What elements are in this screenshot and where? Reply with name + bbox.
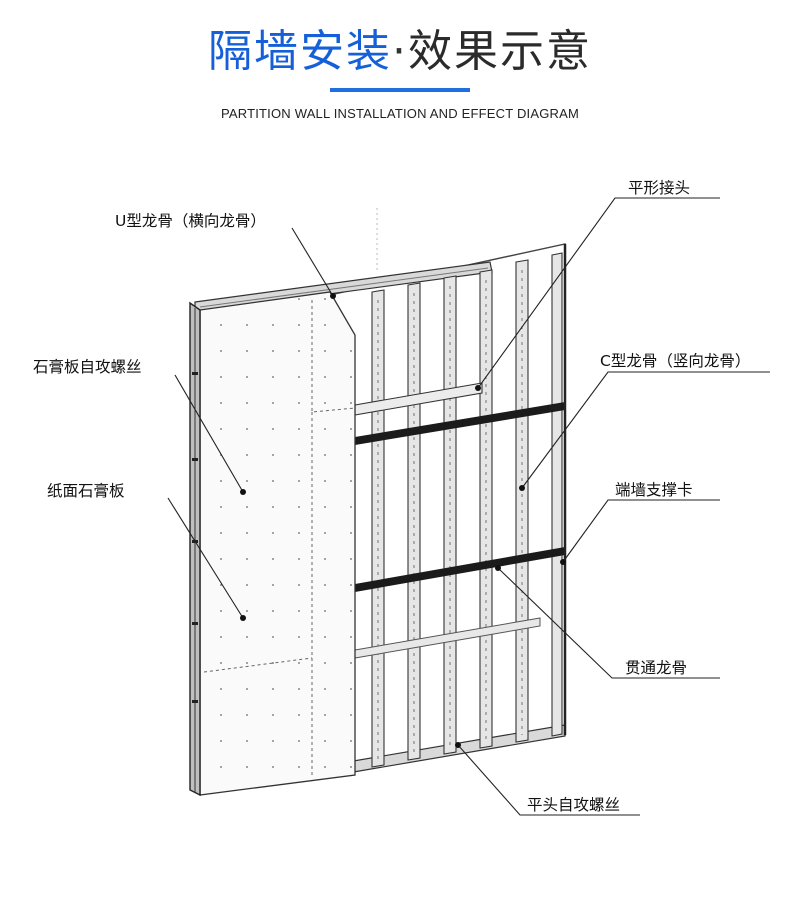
board-seam-horizontal bbox=[203, 657, 313, 673]
dot-end-wall-clip bbox=[560, 559, 566, 565]
leader-through-keel bbox=[497, 567, 720, 679]
c-stud-2 bbox=[407, 282, 421, 761]
label-paper-board: 纸面石膏板 bbox=[47, 482, 125, 500]
c-stud-3 bbox=[443, 275, 457, 755]
leader-u-keel bbox=[291, 227, 334, 297]
label-c-keel: C型龙骨（竖向龙骨） bbox=[600, 352, 751, 370]
leader-board-screw bbox=[174, 374, 244, 493]
board-seam-vertical bbox=[311, 300, 356, 413]
dot-through-keel bbox=[495, 565, 501, 571]
through-keel-lower bbox=[355, 547, 565, 592]
leader-paper-board bbox=[167, 497, 244, 619]
title-part1: 隔墙安装 bbox=[208, 26, 392, 77]
c-stud-6 bbox=[551, 252, 563, 737]
dot-board-screw bbox=[240, 489, 246, 495]
label-end-wall-clip: 端墙支撑卡 bbox=[615, 481, 693, 499]
leader-end-wall-clip bbox=[562, 499, 720, 563]
c-stud-4 bbox=[479, 269, 493, 749]
page-subtitle: PARTITION WALL INSTALLATION AND EFFECT D… bbox=[220, 106, 580, 121]
label-flat-joint: 平形接头 bbox=[628, 179, 691, 197]
through-keel-upper bbox=[355, 402, 565, 445]
dot-c-keel bbox=[519, 485, 525, 491]
leader-c-keel bbox=[521, 371, 770, 489]
title-dot: · bbox=[392, 26, 408, 77]
label-flat-head-screw: 平头自攻螺丝 bbox=[527, 796, 621, 814]
page-title: 隔墙安装·效果示意 bbox=[0, 22, 800, 82]
dot-u-keel bbox=[330, 293, 336, 299]
dot-flat-head-screw bbox=[455, 742, 461, 748]
label-u-keel: U型龙骨（横向龙骨） bbox=[115, 212, 266, 230]
c-stud-1 bbox=[371, 289, 385, 768]
dot-paper-board bbox=[240, 615, 246, 621]
title-underline bbox=[330, 88, 470, 92]
label-through-keel: 贯通龙骨 bbox=[625, 659, 688, 677]
dot-flat-joint bbox=[475, 385, 481, 391]
leader-flat-head-screw bbox=[457, 744, 640, 816]
leader-flat-joint bbox=[477, 197, 720, 389]
label-board-screw: 石膏板自攻螺丝 bbox=[33, 358, 142, 376]
title-part2: 效果示意 bbox=[408, 26, 592, 77]
